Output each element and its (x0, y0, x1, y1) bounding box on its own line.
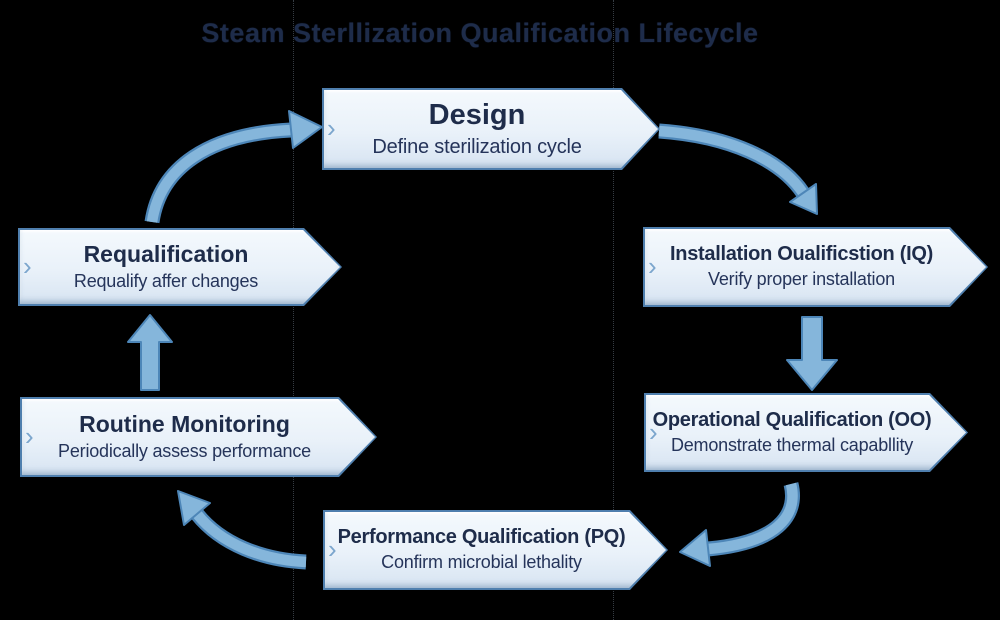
stage-iq-fill: › Installation Oualificstion (IQ) Verify… (645, 229, 986, 305)
chevron-notch-icon: › (649, 416, 658, 447)
page-title: Steam Sterllization Qualification Lifecy… (201, 18, 759, 48)
stage-oq-title: Operational Qualification (OO) (652, 408, 932, 431)
arrow-oq-to-pq-icon (679, 482, 800, 567)
stage-operational-qualification: › Operational Qualification (OO) Demonst… (644, 393, 968, 472)
stage-rm-fill: › Routine Monitoring Periodically assess… (22, 399, 375, 475)
stage-rq-subtitle: Requalify affer changes (73, 271, 259, 292)
stage-pq-subtitle: Confirm microbial lethality (381, 552, 582, 573)
arrow-routine-monitoring-to-requalification-icon (127, 314, 173, 391)
stage-performance-qualification: › Performance Qualification (PQ) Confirm… (323, 510, 668, 590)
stage-rm-title: Routine Monitoring (79, 411, 290, 438)
stage-requalification: › Requalification Requalify affer change… (18, 228, 342, 306)
stage-pq-fill: › Performance Qualification (PQ) Confirm… (325, 512, 666, 588)
arrow-pq-to-routine-monitoring-icon (177, 490, 307, 570)
chevron-notch-icon: › (327, 112, 336, 143)
chevron-notch-icon: › (648, 250, 657, 281)
stage-iq-title: Installation Oualificstion (IQ) (670, 243, 933, 266)
chevron-notch-icon: › (25, 420, 34, 451)
chevron-notch-icon: › (23, 250, 32, 281)
stage-routine-monitoring: › Routine Monitoring Periodically assess… (20, 397, 377, 477)
stage-rq-fill: › Requalification Requalify affer change… (20, 230, 340, 304)
stage-oq-fill: › Operational Qualification (OO) Demonst… (646, 395, 966, 470)
stage-installation-qualification: › Installation Oualificstion (IQ) Verify… (643, 227, 988, 307)
stage-design-fill: › Design Define sterilization cycle (324, 90, 658, 168)
stage-oq-subtitle: Demonstrate thermal capabllity (670, 434, 914, 455)
stage-design-subtitle: Define sterilization cycle (372, 135, 582, 158)
arrow-iq-to-oq-icon (786, 316, 838, 391)
stage-design-title: Design (428, 99, 526, 132)
arrow-design-to-iq-icon (658, 123, 818, 215)
stage-design: › Design Define sterilization cycle (322, 88, 660, 170)
stage-pq-title: Performance Qualification (PQ) (337, 526, 626, 549)
chevron-notch-icon: › (328, 533, 337, 564)
stage-iq-subtitle: Verify proper installation (708, 269, 895, 290)
arrow-requalification-to-design-icon (144, 110, 323, 224)
dotted-gridline-right (613, 0, 614, 620)
dotted-gridline-left (293, 0, 294, 620)
stage-rm-subtitle: Periodically assess performance (58, 441, 311, 462)
stage-rq-title: Requalification (83, 241, 249, 268)
